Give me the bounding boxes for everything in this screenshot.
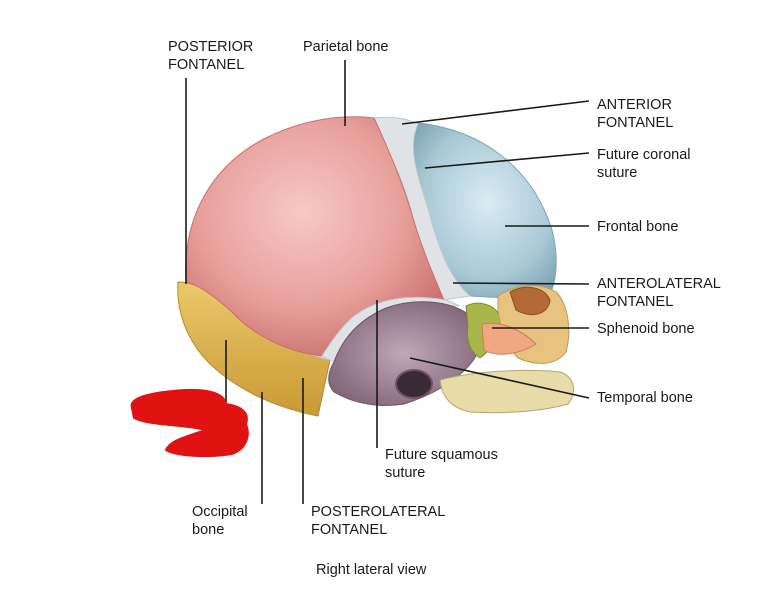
label-line: Future coronal [597,147,691,163]
label-line: suture [385,465,426,481]
label-parietal-bone: Parietal bone [303,39,389,55]
redaction-scribble [130,388,249,458]
label-line: suture [597,165,638,181]
label-line: Occipital [192,504,248,520]
orbit-shape [509,286,551,316]
coronal-suture-shape [371,116,472,301]
label-line: Future squamous [385,447,498,463]
leader-lines [185,60,590,504]
label-line: POSTERIOR [168,39,254,55]
label-posterolateral-fontanel: POSTEROLATERAL FONTANEL [311,503,445,539]
label-future-squamous-suture: Future squamous suture [385,446,498,482]
label-temporal-bone: Temporal bone [597,390,693,406]
label-line: FONTANEL [168,57,245,73]
label-anterior-fontanel: ANTERIOR FONTANEL [597,96,673,132]
label-occipital-bone: Occipital bone [192,503,248,539]
label-sphenoid-bone: Sphenoid bone [597,321,695,337]
label-line: FONTANEL [597,115,674,131]
cheek-shape [481,322,537,355]
mandible-shape [439,369,575,414]
label-line: bone [192,522,225,538]
label-frontal-bone: Frontal bone [597,219,679,235]
label-posterior-fontanel: POSTERIOR FONTANEL [168,38,253,74]
label-line: ANTEROLATERAL [597,276,721,292]
label-anterolateral-fontanel: ANTEROLATERAL FONTANEL [597,275,721,311]
label-line: FONTANEL [311,522,388,538]
label-line: POSTEROLATERAL [311,504,446,520]
label-line: FONTANEL [597,294,674,310]
ear-canal [395,369,433,399]
label-future-coronal-suture: Future coronal suture [597,146,691,182]
caption-view: Right lateral view [316,562,427,578]
parietal-bone-shape [185,116,445,357]
label-line: ANTERIOR [597,97,672,113]
